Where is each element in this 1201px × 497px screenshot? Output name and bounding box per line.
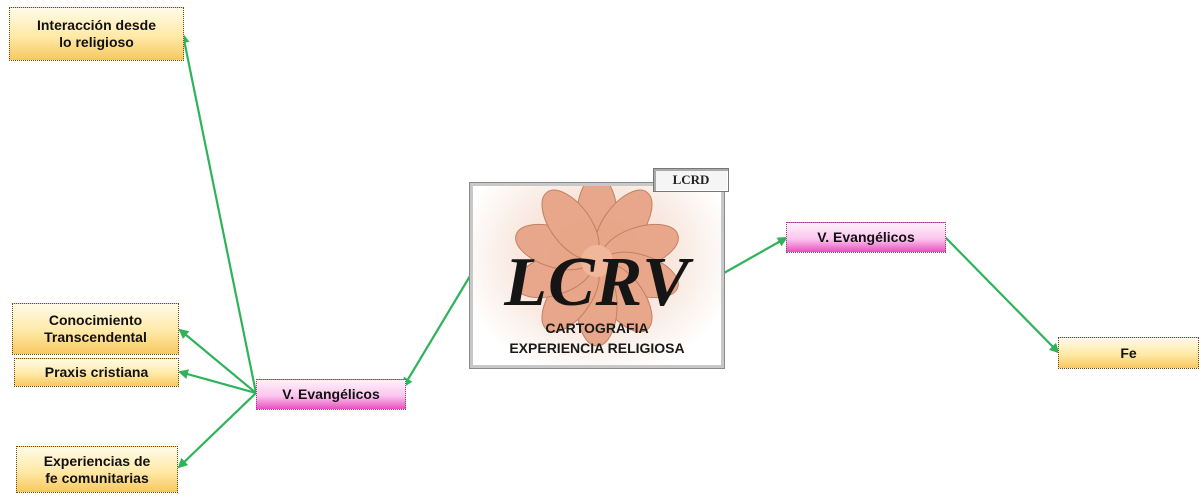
node-label: V. Evangélicos	[817, 229, 915, 245]
node-label: V. Evangélicos	[282, 386, 380, 402]
node-label-line2: lo religioso	[59, 34, 134, 50]
node-fe[interactable]: Fe	[1058, 337, 1199, 369]
node-conocimiento-transcendental[interactable]: Conocimiento Transcendental	[12, 303, 179, 355]
edge-left-branch-to-experiencias	[177, 392, 257, 469]
node-label-line1: Experiencias de	[43, 452, 151, 469]
node-experiencias-de-fe-comunitarias[interactable]: Experiencias de fe comunitarias	[16, 446, 178, 493]
node-label: Fe	[1120, 344, 1137, 361]
edge-left-branch-to-conocimiento	[178, 328, 257, 394]
hands-circle-image	[515, 186, 679, 347]
node-label: Praxis cristiana	[44, 364, 149, 380]
node-label-line2: fe comunitarias	[45, 469, 149, 486]
lcrd-badge[interactable]: LCRD	[653, 168, 729, 192]
node-label-line2: Transcendental	[44, 329, 147, 345]
caption-line-1: CARTOGRAFIA	[545, 320, 649, 336]
edge-left-branch-to-interaccion	[179, 33, 258, 394]
edge-center-to-left-branch	[402, 275, 471, 388]
node-label-line1: Interacción desde	[36, 17, 157, 33]
edge-right-branch-to-fe	[944, 236, 1060, 354]
node-left-v-evangelicos[interactable]: V. Evangélicos	[256, 379, 406, 410]
node-right-v-evangelicos[interactable]: V. Evangélicos	[786, 222, 946, 253]
node-praxis-cristiana[interactable]: Praxis cristiana	[14, 358, 179, 387]
logo-wordmark: LCRV	[504, 244, 690, 321]
edge-left-branch-to-praxis	[178, 369, 257, 395]
edge-center-to-right-branch	[723, 237, 788, 274]
caption-line-2: EXPERIENCIA RELIGIOSA	[509, 340, 685, 356]
node-interaccion-desde-lo-religioso[interactable]: Interacción desde lo religioso	[9, 7, 184, 61]
node-label-line1: Conocimiento	[48, 312, 143, 328]
central-logo-image[interactable]: LCRV CARTOGRAFIA EXPERIENCIA RELIGIOSA	[469, 182, 725, 369]
